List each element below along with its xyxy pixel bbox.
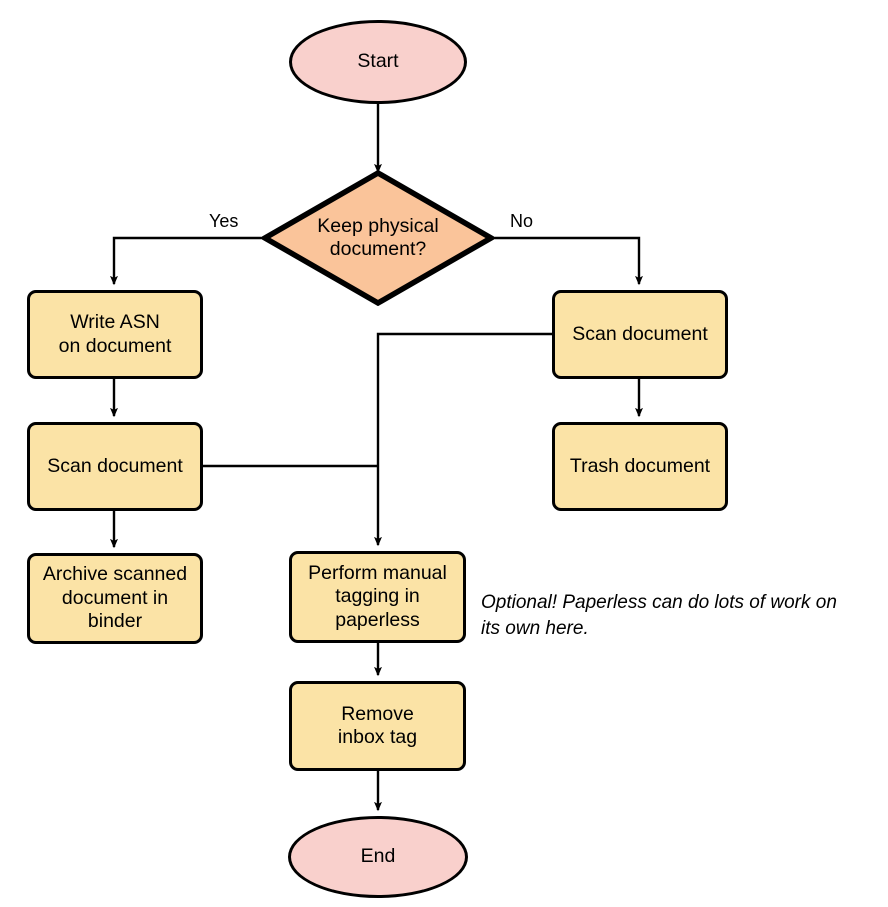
node-scan-document-right[interactable]: Scan document (552, 290, 728, 379)
annotation-optional-note-line1: Optional! Paperless can do lots of work … (481, 592, 837, 613)
node-archive-label-line2: document in (61, 586, 169, 609)
edge-label-no: No (510, 211, 534, 231)
node-tagging-label-line2: tagging in (335, 585, 420, 608)
node-archive-label-line1: Archive scanned (42, 563, 188, 586)
node-write-asn-label-line1: Write ASN (70, 311, 160, 334)
node-end[interactable]: End (288, 816, 468, 898)
node-perform-manual-tagging[interactable]: Perform manual tagging in paperless (289, 551, 466, 643)
node-remove-tag-label-line2: inbox tag (337, 726, 418, 748)
annotation-optional-note-line2: its own here. (481, 617, 589, 639)
node-trash-document-label: Trash document (569, 454, 711, 477)
node-keep-physical-document-decision[interactable]: Keep physical document? (262, 170, 494, 306)
node-tagging-label-line1: Perform manual (308, 561, 447, 584)
node-archive-scanned-document[interactable]: Archive scanned document in binder (27, 553, 203, 644)
node-end-label: End (360, 845, 396, 868)
node-scan-document-left-label: Scan document (47, 454, 183, 477)
node-write-asn[interactable]: Write ASN on document (27, 290, 203, 379)
node-start[interactable]: Start (289, 20, 467, 104)
edge-decision-yes-to-write-asn (110, 236, 266, 286)
node-scan-document-left[interactable]: Scan document (27, 422, 203, 511)
node-tagging-label-line3: paperless (335, 608, 420, 631)
node-archive-label-line3: binder (87, 610, 143, 633)
node-trash-document[interactable]: Trash document (552, 422, 728, 511)
node-scan-document-right-label: Scan document (572, 322, 708, 345)
node-write-asn-label-line2: on document (58, 334, 172, 357)
node-remove-tag-label-line1: Remove (341, 702, 414, 725)
node-remove-inbox-tag[interactable]: Remove inbox tag (289, 681, 466, 771)
edge-label-yes: Yes (209, 211, 239, 231)
edge-decision-no-to-scan-right (490, 236, 643, 286)
edge-scan-right-to-tagging (374, 332, 552, 547)
diamond-shape (262, 170, 494, 306)
annotation-optional-note: Optional! Paperless can do lots of work … (481, 590, 881, 641)
node-start-label: Start (357, 50, 399, 73)
